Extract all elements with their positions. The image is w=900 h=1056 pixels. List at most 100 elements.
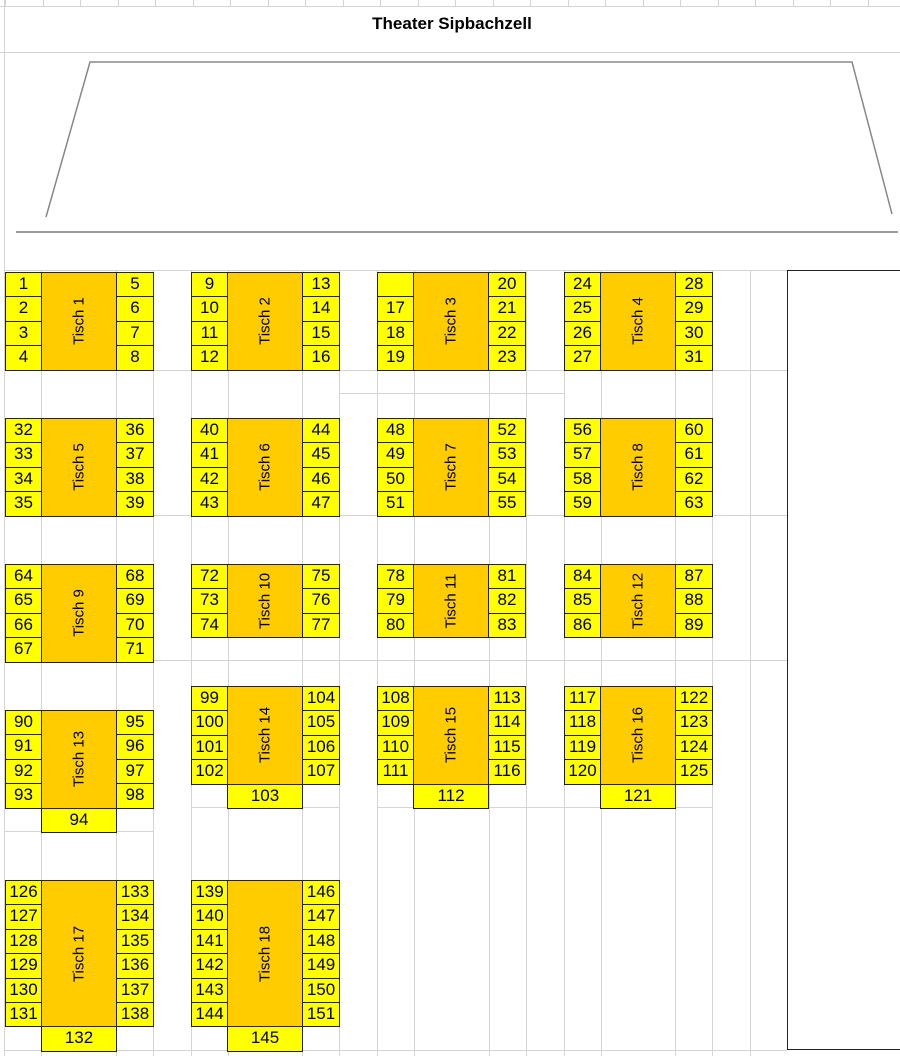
- seat[interactable]: 78: [377, 564, 414, 590]
- seat[interactable]: 52: [488, 418, 526, 444]
- seat[interactable]: [377, 272, 414, 298]
- seat[interactable]: 144: [191, 1002, 228, 1028]
- seat[interactable]: 148: [302, 928, 340, 955]
- seat[interactable]: 104: [302, 686, 340, 712]
- seat[interactable]: 63: [675, 491, 713, 517]
- seat[interactable]: 119: [564, 734, 601, 761]
- seat[interactable]: 137: [116, 977, 154, 1003]
- seat[interactable]: 62: [675, 466, 713, 493]
- seat[interactable]: 126: [5, 880, 42, 906]
- seat[interactable]: 71: [116, 637, 154, 663]
- seat[interactable]: 65: [5, 588, 42, 614]
- seat[interactable]: 15: [302, 320, 340, 347]
- seat[interactable]: 59: [564, 491, 601, 517]
- seat[interactable]: 93: [5, 783, 42, 809]
- seat[interactable]: 60: [675, 418, 713, 444]
- seat[interactable]: 109: [377, 710, 414, 736]
- seat[interactable]: 73: [191, 588, 228, 614]
- seat[interactable]: 2: [5, 296, 42, 322]
- seat[interactable]: 147: [302, 904, 340, 930]
- seat[interactable]: 24: [564, 272, 601, 298]
- seat[interactable]: 111: [377, 759, 414, 785]
- seat[interactable]: 100: [191, 710, 228, 736]
- seat-bottom[interactable]: 94: [41, 807, 117, 833]
- seat[interactable]: 146: [302, 880, 340, 906]
- seat[interactable]: 124: [675, 734, 713, 761]
- seat-bottom[interactable]: 121: [600, 783, 676, 809]
- seat[interactable]: 106: [302, 734, 340, 761]
- seat[interactable]: 7: [116, 320, 154, 347]
- seat[interactable]: 61: [675, 442, 713, 468]
- seat[interactable]: 66: [5, 612, 42, 639]
- seat[interactable]: 143: [191, 977, 228, 1003]
- seat[interactable]: 101: [191, 734, 228, 761]
- seat[interactable]: 42: [191, 466, 228, 493]
- seat[interactable]: 30: [675, 320, 713, 347]
- seat[interactable]: 98: [116, 783, 154, 809]
- seat[interactable]: 150: [302, 977, 340, 1003]
- seat[interactable]: 36: [116, 418, 154, 444]
- seat[interactable]: 141: [191, 928, 228, 955]
- seat[interactable]: 27: [564, 345, 601, 371]
- seat[interactable]: 76: [302, 588, 340, 614]
- seat[interactable]: 116: [488, 759, 526, 785]
- seat[interactable]: 81: [488, 564, 526, 590]
- seat[interactable]: 17: [377, 296, 414, 322]
- seat[interactable]: 87: [675, 564, 713, 590]
- seat[interactable]: 125: [675, 759, 713, 785]
- seat[interactable]: 12: [191, 345, 228, 371]
- seat[interactable]: 99: [191, 686, 228, 712]
- seat[interactable]: 136: [116, 953, 154, 979]
- seat-bottom[interactable]: 112: [413, 783, 489, 809]
- seat[interactable]: 10: [191, 296, 228, 322]
- seat[interactable]: 57: [564, 442, 601, 468]
- seat[interactable]: 18: [377, 320, 414, 347]
- seat[interactable]: 20: [488, 272, 526, 298]
- seat[interactable]: 14: [302, 296, 340, 322]
- seat[interactable]: 23: [488, 345, 526, 371]
- seat[interactable]: 50: [377, 466, 414, 493]
- seat[interactable]: 113: [488, 686, 526, 712]
- seat[interactable]: 16: [302, 345, 340, 371]
- seat[interactable]: 29: [675, 296, 713, 322]
- seat[interactable]: 34: [5, 466, 42, 493]
- seat[interactable]: 45: [302, 442, 340, 468]
- seat[interactable]: 58: [564, 466, 601, 493]
- seat[interactable]: 117: [564, 686, 601, 712]
- seat[interactable]: 46: [302, 466, 340, 493]
- seat[interactable]: 134: [116, 904, 154, 930]
- seat[interactable]: 110: [377, 734, 414, 761]
- seat[interactable]: 67: [5, 637, 42, 663]
- seat[interactable]: 108: [377, 686, 414, 712]
- seat[interactable]: 86: [564, 612, 601, 639]
- seat[interactable]: 131: [5, 1002, 42, 1028]
- seat[interactable]: 68: [116, 564, 154, 590]
- seat[interactable]: 102: [191, 759, 228, 785]
- seat[interactable]: 72: [191, 564, 228, 590]
- seat[interactable]: 89: [675, 612, 713, 639]
- seat[interactable]: 82: [488, 588, 526, 614]
- seat[interactable]: 44: [302, 418, 340, 444]
- seat[interactable]: 115: [488, 734, 526, 761]
- seat[interactable]: 149: [302, 953, 340, 979]
- seat[interactable]: 40: [191, 418, 228, 444]
- seat[interactable]: 49: [377, 442, 414, 468]
- seat[interactable]: 22: [488, 320, 526, 347]
- seat[interactable]: 70: [116, 612, 154, 639]
- seat[interactable]: 32: [5, 418, 42, 444]
- seat[interactable]: 105: [302, 710, 340, 736]
- seat[interactable]: 28: [675, 272, 713, 298]
- seat[interactable]: 77: [302, 612, 340, 639]
- seat[interactable]: 96: [116, 734, 154, 760]
- seat[interactable]: 64: [5, 564, 42, 590]
- seat[interactable]: 51: [377, 491, 414, 517]
- seat[interactable]: 88: [675, 588, 713, 614]
- seat[interactable]: 85: [564, 588, 601, 614]
- seat[interactable]: 129: [5, 953, 42, 979]
- seat[interactable]: 19: [377, 345, 414, 371]
- seat[interactable]: 135: [116, 928, 154, 955]
- seat[interactable]: 8: [116, 345, 154, 371]
- seat[interactable]: 26: [564, 320, 601, 347]
- seat[interactable]: 80: [377, 612, 414, 639]
- seat-bottom[interactable]: 132: [41, 1026, 117, 1052]
